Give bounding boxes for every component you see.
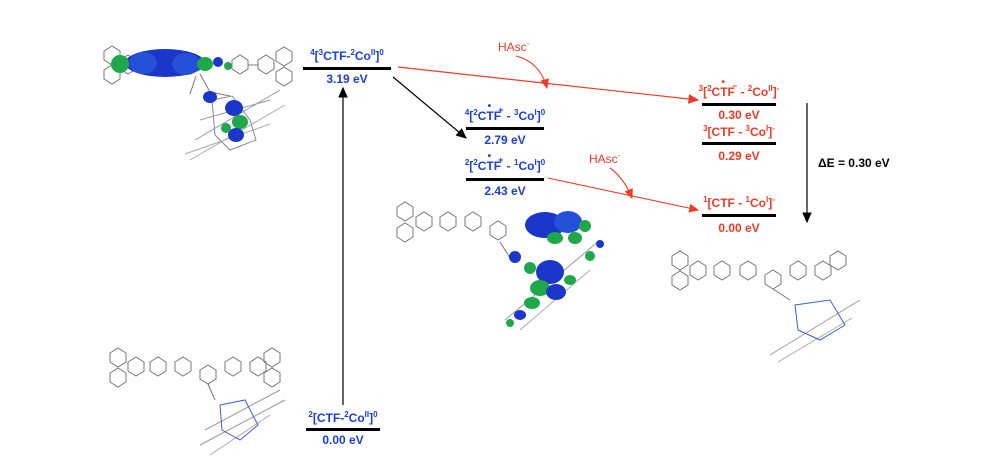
red-arrow-top (397, 66, 700, 104)
energy-doublet: 2.43 eV (484, 184, 526, 198)
orbital-lobes-middle (506, 211, 604, 327)
energy-triplet-2: 0.29 eV (718, 149, 760, 163)
red-arrow-bottom (547, 177, 700, 213)
level-doublet (466, 178, 544, 181)
energy-initial: 0.00 eV (322, 433, 364, 447)
orbital-lobes-top (111, 49, 248, 142)
state-label-initial: 2[CTF-2CoII]0 (308, 410, 378, 426)
hasc-curve-top (515, 55, 549, 90)
level-singlet (702, 214, 776, 217)
energy-triplet-1: 0.30 eV (718, 108, 760, 122)
state-label-triplet-1: 3[2CTF− - 2CoII]- (699, 81, 780, 100)
energy-quartet: 2.79 eV (484, 133, 526, 147)
hasc-label-bottom: HAsc- (589, 151, 621, 166)
state-label-singlet: 1[CTF - 1CoI]- (703, 195, 775, 211)
energy-singlet: 0.00 eV (718, 221, 760, 235)
state-label-quartet: 4[2CTF+ - 3CoI]0 (465, 105, 545, 124)
energy-top: 3.19 eV (326, 72, 368, 86)
level-triplet-2 (702, 142, 776, 145)
level-top (303, 67, 391, 70)
molecule-bottom-left (109, 347, 286, 456)
level-triplet-1 (702, 103, 776, 106)
transfer-arrow-black (392, 76, 467, 139)
state-label-triplet-2: 3[CTF - 3CoI]- (703, 124, 775, 140)
hasc-curve-bottom (609, 167, 633, 200)
state-label-doublet: 2[2CTF+ - 1CoI]0 (465, 155, 545, 174)
state-label-top: 4[3CTF-2CoII]0 (310, 48, 384, 64)
delta-e-label: ΔE = 0.30 eV (818, 156, 890, 170)
level-quartet (466, 127, 544, 130)
molecule-right (671, 250, 861, 363)
hasc-label-top: HAsc- (498, 39, 530, 54)
level-initial (306, 428, 380, 431)
